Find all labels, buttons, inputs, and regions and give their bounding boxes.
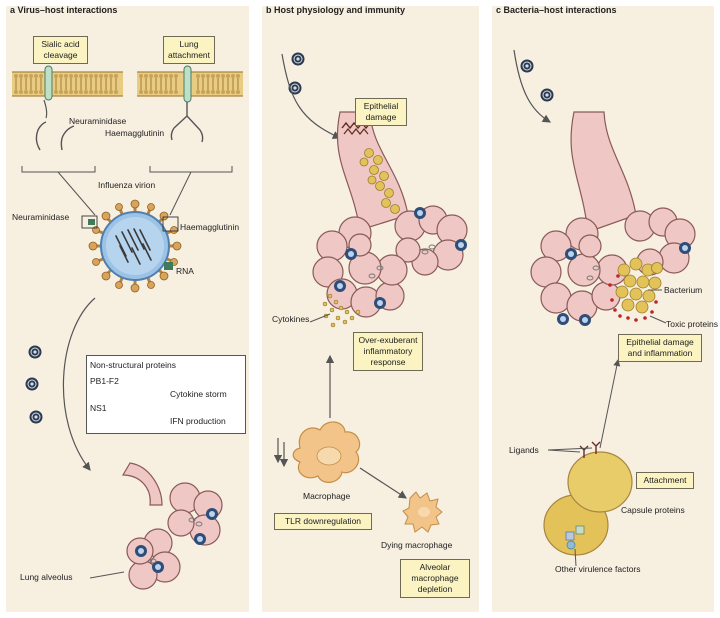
- dying-macrophage-label: Dying macrophage: [381, 540, 453, 550]
- ligands-label: Ligands: [509, 445, 539, 455]
- macrophage-art: [292, 421, 361, 483]
- lung-c: [530, 111, 696, 326]
- brackets: [21, 166, 233, 216]
- pb1-f2-label: PB1-F2: [90, 376, 119, 386]
- sialic-acid-cleavage-box: Sialic acid cleavage: [33, 36, 88, 64]
- lung-b: [312, 111, 468, 328]
- capsule-proteins-label: Capsule proteins: [621, 505, 685, 515]
- attachment-box: Attachment: [636, 472, 694, 489]
- cytokine-storm-label: Cytokine storm: [170, 389, 227, 399]
- bacterium-art: [543, 441, 633, 556]
- macrophage-label: Macrophage: [303, 491, 351, 501]
- haemagglutinin-label-top: Haemagglutinin: [105, 128, 165, 138]
- panel-c-title: c Bacteria–host interactions: [496, 5, 617, 15]
- cytokines-label: Cytokines: [272, 314, 310, 324]
- alveolar-macrophage-depletion-box: Alveolar macrophage depletion: [400, 559, 470, 598]
- other-virulence-label: Other virulence factors: [555, 564, 641, 574]
- membrane-left: [12, 65, 123, 119]
- haemagglutinin-label-side: Haemagglutinin: [180, 222, 240, 232]
- tlr-downregulation-box: TLR downregulation: [274, 513, 372, 530]
- ns-proteins-title: Non-structural proteins: [90, 360, 176, 370]
- ifn-production-label: IFN production: [170, 416, 226, 426]
- panel-b-title: b Host physiology and immunity: [266, 5, 406, 15]
- epithelial-damage-box: Epithelial damage: [355, 98, 407, 126]
- influenza-virion: [81, 199, 182, 293]
- toxic-proteins-label: Toxic proteins: [666, 319, 718, 329]
- bacterium-label: Bacterium: [664, 285, 703, 295]
- neuraminidase-label-top: Neuraminidase: [69, 116, 127, 126]
- panel-a-title: a Virus–host interactions: [10, 5, 118, 15]
- membrane-right: [137, 65, 243, 143]
- virus-particles-c: [520, 59, 554, 102]
- dying-macrophage-art: [402, 491, 443, 533]
- ns1-label: NS1: [90, 403, 107, 413]
- virus-particles-a: [25, 345, 43, 424]
- rna-label: RNA: [176, 266, 194, 276]
- non-structural-proteins-box: [86, 355, 246, 434]
- neuraminidase-label-side: Neuraminidase: [12, 212, 70, 222]
- over-exuberant-box: Over-exuberant inflammatory response: [353, 332, 423, 371]
- lung-alveolus-a: [121, 462, 223, 590]
- lung-alveolus-label: Lung alveolus: [20, 572, 73, 582]
- influenza-virion-label: Influenza virion: [98, 180, 156, 190]
- sialic-acid-chains: [35, 121, 75, 151]
- epithelial-damage-inflammation-box: Epithelial damage and inflammation: [618, 334, 702, 362]
- lung-attachment-box: Lung attachment: [163, 36, 215, 64]
